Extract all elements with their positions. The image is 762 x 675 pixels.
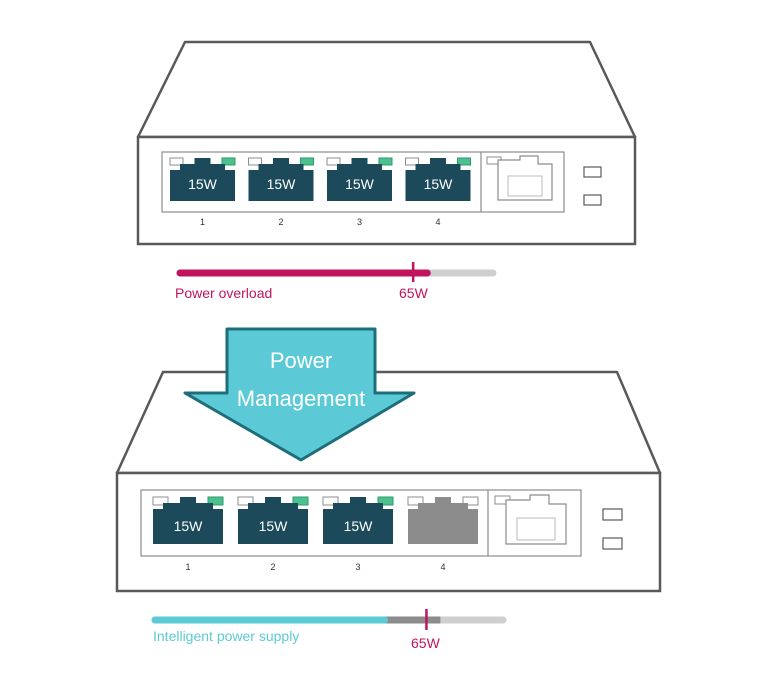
bottom-bar-caption: Intelligent power supply bbox=[153, 628, 299, 644]
bottom-switch-chassis-top bbox=[115, 370, 662, 475]
top-status-led-2 bbox=[583, 194, 602, 206]
top-port-4-jack bbox=[405, 158, 471, 201]
top-port-1[interactable]: 15W 1 bbox=[169, 157, 236, 227]
bottom-port-1-jack bbox=[153, 497, 223, 544]
bottom-port-3-power: 15W bbox=[344, 518, 374, 534]
bottom-port-3-number: 3 bbox=[355, 562, 360, 572]
top-switch-chassis-top bbox=[136, 40, 637, 139]
top-uplink-port[interactable] bbox=[486, 155, 553, 201]
arrow-label-line1: Power bbox=[270, 348, 332, 373]
top-port-3-left-led bbox=[326, 157, 341, 166]
arrow-label-line2: Management bbox=[237, 386, 365, 411]
bottom-port-2-number: 2 bbox=[270, 562, 275, 572]
top-port-3-number: 3 bbox=[357, 217, 362, 227]
top-switch: 15W 1 15W 2 15W 3 15W 4 bbox=[136, 40, 637, 246]
top-port-4-right-led bbox=[457, 157, 471, 166]
bottom-switch-ports: 15W 1 15W 2 15W 3 4 bbox=[152, 496, 479, 572]
bottom-port-2[interactable]: 15W 2 bbox=[237, 496, 309, 572]
top-port-4-left-led bbox=[405, 157, 419, 166]
bottom-port-1-power: 15W bbox=[174, 518, 204, 534]
top-port-2-jack bbox=[248, 158, 314, 201]
bottom-port-1-number: 1 bbox=[185, 562, 190, 572]
bottom-bar-marker-label: 65W bbox=[411, 635, 441, 651]
top-port-2-left-led bbox=[248, 157, 262, 166]
bottom-status-led-1 bbox=[602, 508, 623, 521]
top-port-2[interactable]: 15W 2 bbox=[248, 157, 314, 227]
top-bar-marker-label: 65W bbox=[399, 285, 429, 301]
bottom-port-3-right-led bbox=[377, 496, 394, 506]
bottom-port-4-number: 4 bbox=[440, 562, 445, 572]
top-port-1-right-led bbox=[221, 157, 236, 166]
top-port-2-number: 2 bbox=[278, 217, 283, 227]
bottom-port-1-left-led bbox=[152, 496, 169, 506]
top-port-1-power: 15W bbox=[188, 176, 218, 192]
top-port-2-right-led bbox=[300, 157, 314, 166]
bottom-port-1[interactable]: 15W 1 bbox=[152, 496, 224, 572]
top-port-3-power: 15W bbox=[345, 176, 375, 192]
bottom-port-3-left-led bbox=[322, 496, 339, 506]
bottom-port-4-jack bbox=[408, 497, 478, 544]
bottom-port-4[interactable]: 4 bbox=[407, 496, 479, 572]
bottom-uplink-port[interactable] bbox=[494, 494, 567, 545]
top-port-2-power: 15W bbox=[267, 176, 297, 192]
top-port-3-jack bbox=[327, 158, 392, 201]
top-port-1-left-led bbox=[169, 157, 184, 166]
bottom-port-1-right-led bbox=[207, 496, 224, 506]
top-switch-port-frame bbox=[161, 151, 565, 213]
bottom-port-3[interactable]: 15W 3 bbox=[322, 496, 394, 572]
top-switch-ports: 15W 1 15W 2 15W 3 15W 4 bbox=[169, 157, 471, 227]
bottom-status-led-2 bbox=[602, 537, 623, 550]
bottom-port-2-right-led bbox=[292, 496, 309, 506]
down-arrow-icon bbox=[183, 327, 416, 462]
top-port-4-number: 4 bbox=[435, 217, 440, 227]
top-power-bar: Power overload 65W bbox=[175, 262, 497, 301]
top-port-3[interactable]: 15W 3 bbox=[326, 157, 393, 227]
power-management-arrow: Power Management bbox=[183, 327, 416, 462]
top-status-led-1 bbox=[583, 166, 602, 178]
top-port-1-number: 1 bbox=[200, 217, 205, 227]
top-bar-caption: Power overload bbox=[175, 285, 272, 301]
top-port-3-right-led bbox=[378, 157, 393, 166]
top-port-4-power: 15W bbox=[424, 176, 454, 192]
bottom-port-2-power: 15W bbox=[259, 518, 289, 534]
bottom-port-3-jack bbox=[323, 497, 393, 544]
bottom-port-2-jack bbox=[238, 497, 308, 544]
bottom-switch-port-frame bbox=[140, 489, 582, 557]
top-port-4[interactable]: 15W 4 bbox=[405, 157, 471, 227]
bottom-port-4-left-led bbox=[407, 496, 424, 506]
bottom-power-bar: Intelligent power supply 65W bbox=[151, 609, 507, 651]
top-port-1-jack bbox=[170, 158, 235, 201]
bottom-port-2-left-led bbox=[237, 496, 254, 506]
bottom-port-4-right-led bbox=[462, 496, 479, 506]
